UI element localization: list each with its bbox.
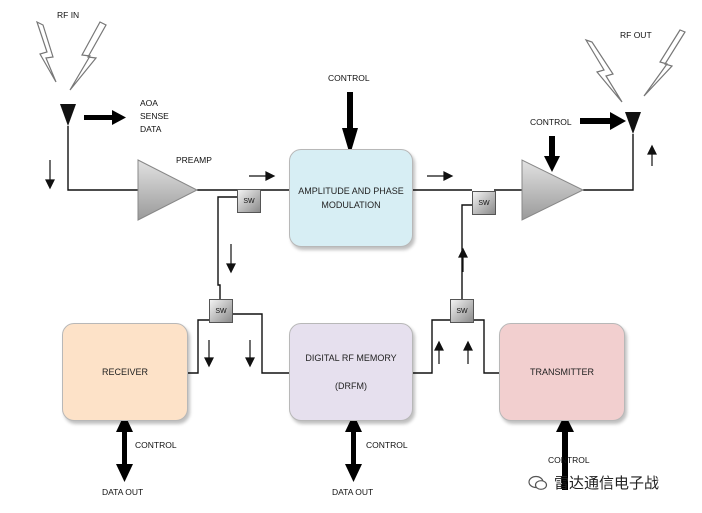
switch-1: SW xyxy=(237,189,261,213)
watermark: 雷达通信电子战 xyxy=(528,472,659,493)
control-top-label: CONTROL xyxy=(328,73,370,83)
receiver-control-arrow xyxy=(116,414,133,482)
rf-out-antenna-icon xyxy=(625,112,641,134)
modulation-block: AMPLITUDE AND PHASE MODULATION xyxy=(289,149,413,247)
drfm-label-line1: DIGITAL RF MEMORY xyxy=(305,353,397,363)
rf-in-label: RF IN xyxy=(57,10,80,20)
aoa-label-line3: DATA xyxy=(140,124,162,134)
receiver-block: RECEIVER xyxy=(62,323,188,421)
switch-2: SW xyxy=(209,299,233,323)
flow-arrows xyxy=(45,144,657,368)
control-top-arrow xyxy=(342,92,358,155)
watermark-text: 雷达通信电子战 xyxy=(554,475,660,492)
transmitter-control-arrow xyxy=(556,414,574,490)
drfm-block: DIGITAL RF MEMORY (DRFM) xyxy=(289,323,413,421)
aoa-arrow xyxy=(84,110,126,125)
modulation-label-line2: MODULATION xyxy=(321,200,381,210)
control-rfout-arrow xyxy=(580,112,626,130)
rf-in-antenna-icon xyxy=(60,104,76,126)
rf-out-label: RF OUT xyxy=(620,30,652,40)
aoa-label-line2: SENSE xyxy=(140,111,169,121)
signal-lines xyxy=(67,126,634,374)
preamp-triangle xyxy=(137,159,199,221)
control-receiver-label: CONTROL xyxy=(135,440,177,450)
control-transmitter-label: CONTROL xyxy=(548,455,590,465)
wechat-icon xyxy=(528,475,548,490)
aoa-label-line1: AOA xyxy=(140,98,158,108)
rf-out-lightning-icon xyxy=(584,29,686,103)
switch-4: SW xyxy=(472,191,496,215)
control-drfm-label: CONTROL xyxy=(366,440,408,450)
receiver-label: RECEIVER xyxy=(101,367,148,377)
control-amp-arrow xyxy=(544,136,560,172)
data-out-drfm-label: DATA OUT xyxy=(332,487,374,497)
control-amp-label: CONTROL xyxy=(530,117,572,127)
switch-3: SW xyxy=(450,299,474,323)
drfm-control-arrow xyxy=(345,414,362,482)
preamp-label: PREAMP xyxy=(176,155,212,165)
output-amp-triangle xyxy=(521,159,585,221)
rf-in-lightning-icon xyxy=(35,20,107,91)
transmitter-label: TRANSMITTER xyxy=(530,367,594,377)
transmitter-block: TRANSMITTER xyxy=(499,323,625,421)
drfm-label-line2: (DRFM) xyxy=(335,381,367,391)
modulation-label-line1: AMPLITUDE AND PHASE xyxy=(298,186,404,196)
data-out-receiver-label: DATA OUT xyxy=(102,487,144,497)
